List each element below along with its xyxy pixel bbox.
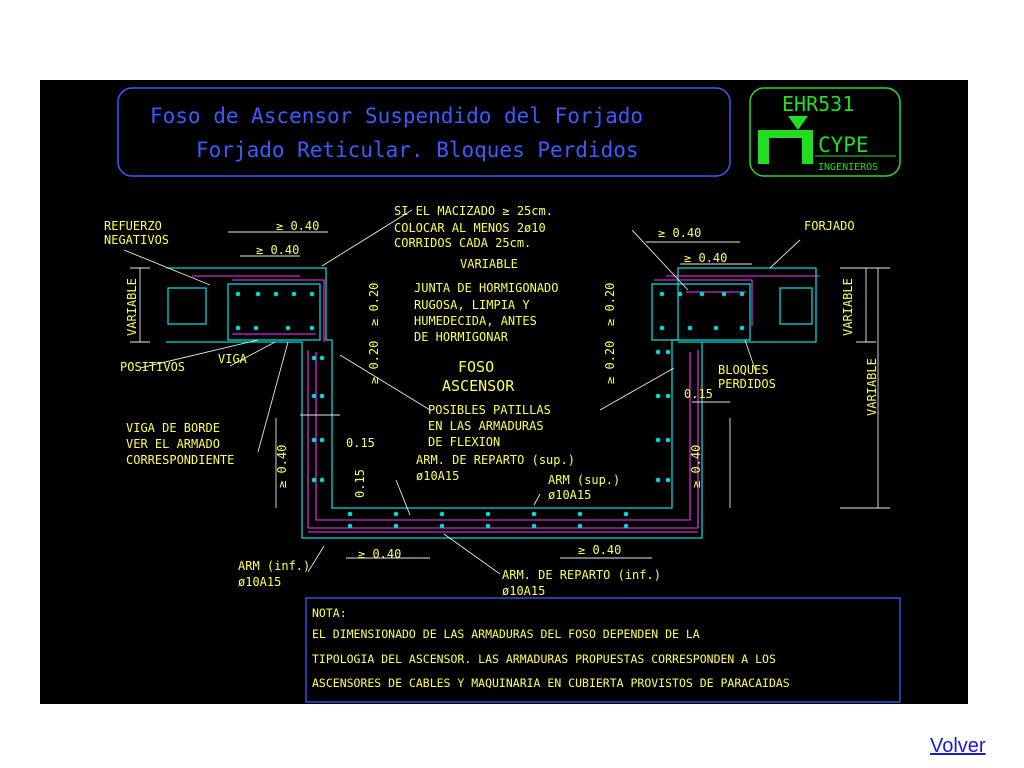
label-vigaborde-2: VER EL ARMADO <box>126 437 220 451</box>
rebar-dots <box>235 291 745 529</box>
label-reparto-sup-2: ø10A15 <box>416 469 459 483</box>
pit-concrete <box>166 267 817 539</box>
label-dim-015-b: 0.15 <box>684 387 713 401</box>
note-box: NOTA: EL DIMENSIONADO DE LAS ARMADURAS D… <box>305 597 901 703</box>
logo-code: EHR531 <box>782 92 854 116</box>
label-positivos: POSITIVOS <box>120 360 185 374</box>
note-line-3: ASCENSORES DE CABLES Y MAQUINARIA EN CUB… <box>312 676 790 690</box>
label-macizado-1: SI EL MACIZADO ≥ 25cm. <box>394 204 553 218</box>
label-patillas-1: POSIBLES PATILLAS <box>428 403 551 417</box>
label-variable-top: VARIABLE <box>460 257 518 271</box>
note-line-2: TIPOLOGIA DEL ASCENSOR. LAS ARMADURAS PR… <box>312 652 776 666</box>
logo-sub: INGENIEROS <box>818 162 878 173</box>
dimension-lines <box>123 209 890 575</box>
label-patillas-3: DE FLEXION <box>428 435 500 449</box>
label-junta-1: JUNTA DE HORMIGONADO <box>414 281 559 295</box>
title-line-2: Forjado Reticular. Bloques Perdidos <box>196 138 639 162</box>
label-bot-040-left: ≥ 0.40 <box>358 547 401 561</box>
label-reparto-inf-1: ARM. DE REPARTO (inf.) <box>502 568 661 582</box>
note-line-1: EL DIMENSIONADO DE LAS ARMADURAS DEL FOS… <box>312 627 700 641</box>
cad-drawing: Foso de Ascensor Suspendido del Forjado … <box>40 80 968 704</box>
label-reparto-inf-2: ø10A15 <box>502 584 545 598</box>
label-wall-040-left: ≥ 0.40 <box>275 445 289 488</box>
label-dim-020-c: ≥ 0.20 <box>603 283 617 326</box>
label-dim-020-b: ≥ 0.20 <box>367 341 381 384</box>
note-head: NOTA: <box>312 606 347 620</box>
label-foso-1: FOSO <box>458 358 494 376</box>
label-junta-4: DE HORMIGONAR <box>414 330 509 344</box>
label-bloques-1: BLOQUES <box>718 363 769 377</box>
label-wall-040-right: ≥ 0.40 <box>689 445 703 488</box>
label-patillas-2: EN LAS ARMADURAS <box>428 419 544 433</box>
label-forjado: FORJADO <box>804 219 855 233</box>
logo-brand: CYPE <box>818 133 869 157</box>
label-dim-015-c: 0.15 <box>353 469 367 498</box>
label-arm-inf-1: ARM (inf.) <box>238 559 310 573</box>
label-junta-2: RUGOSA, LIMPIA Y <box>414 298 530 312</box>
label-dim-040-a: ≥ 0.40 <box>276 219 319 233</box>
label-dim-040-c: ≥ 0.40 <box>658 226 701 240</box>
label-bot-040-right: ≥ 0.40 <box>578 543 621 557</box>
label-viga: VIGA <box>218 352 248 366</box>
label-variable-right: VARIABLE <box>841 278 855 336</box>
label-macizado-3: CORRIDOS CADA 25cm. <box>394 236 531 250</box>
label-arm-inf-2: ø10A15 <box>238 575 281 589</box>
label-junta-3: HUMEDECIDA, ANTES <box>414 314 537 328</box>
label-dim-015-a: 0.15 <box>346 436 375 450</box>
title-frame <box>117 87 731 177</box>
label-bloques-2: PERDIDOS <box>718 377 776 391</box>
label-reparto-sup-1: ARM. DE REPARTO (sup.) <box>416 453 575 467</box>
label-variable-far: VARIABLE <box>865 358 879 416</box>
back-link[interactable]: Volver <box>930 735 986 757</box>
label-dim-020-a: ≥ 0.20 <box>367 283 381 326</box>
label-variable-left: VARIABLE <box>125 278 139 336</box>
pit-rebar <box>192 275 820 533</box>
title-line-1: Foso de Ascensor Suspendido del Forjado <box>150 104 643 128</box>
annotation-labels: REFUERZO NEGATIVOS SI EL MACIZADO ≥ 25cm… <box>104 204 879 598</box>
label-macizado-2: COLOCAR AL MENOS 2ø10 <box>394 221 546 235</box>
label-arm-sup-1: ARM (sup.) <box>548 473 620 487</box>
label-foso-2: ASCENSOR <box>442 377 515 395</box>
cype-logo: EHR531 CYPE INGENIEROS <box>749 87 901 177</box>
label-dim-040-b: ≥ 0.40 <box>256 243 299 257</box>
label-vigaborde-1: VIGA DE BORDE <box>126 421 220 435</box>
label-arm-sup-2: ø10A15 <box>548 488 591 502</box>
label-refuerzo-1: REFUERZO <box>104 219 162 233</box>
label-dim-040-d: ≥ 0.40 <box>684 251 727 265</box>
label-dim-020-d: ≥ 0.20 <box>603 341 617 384</box>
label-vigaborde-3: CORRESPONDIENTE <box>126 453 234 467</box>
label-refuerzo-2: NEGATIVOS <box>104 233 169 247</box>
